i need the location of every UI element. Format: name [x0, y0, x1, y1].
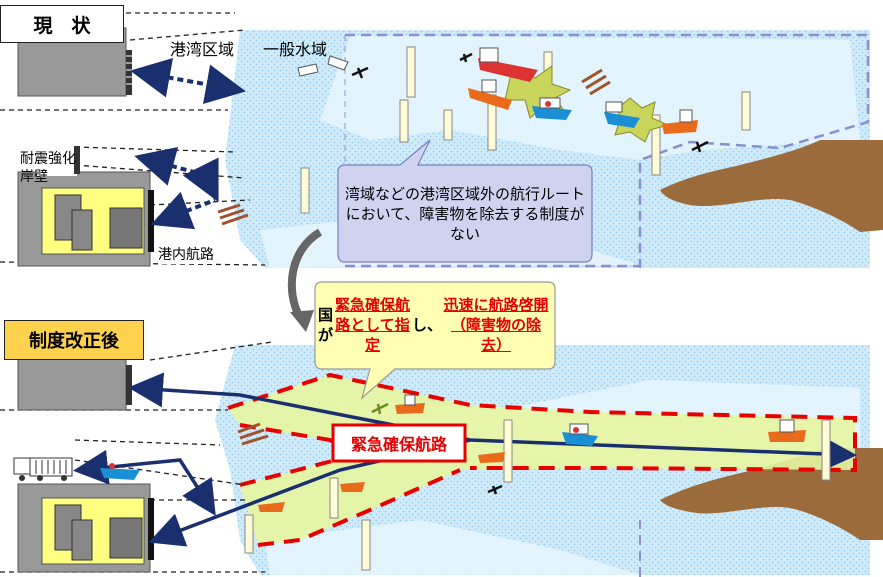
top-title: 現 状 [0, 5, 124, 43]
land-top-right [660, 140, 883, 232]
bottom-panel [0, 281, 883, 577]
top-ship-orange-2 [662, 109, 698, 134]
truck-icon [13, 457, 73, 481]
bottom-ship-blue [562, 423, 598, 446]
work-boat-1 [395, 394, 425, 414]
top-debris-4 [459, 52, 473, 63]
top-debris-5 [691, 140, 709, 153]
route-label-box [331, 423, 467, 463]
bottom-callout-shape [314, 281, 556, 400]
label-port-area: 港湾区域 [170, 40, 235, 59]
top-ship-red [478, 47, 538, 82]
bottom-debris [237, 422, 269, 446]
collision-burst-2 [614, 97, 670, 143]
top-to-bottom-arrow [287, 228, 323, 320]
label-quay: 耐震強化岸壁 [20, 151, 76, 186]
route-arrow-main [128, 372, 857, 472]
bottom-debris-2 [371, 402, 389, 415]
callout-part2: し、 [412, 315, 443, 334]
bottom-callout-text: 国が緊急確保航路として指定し、迅速に航路啓開（障害物の除去） [318, 286, 550, 364]
route-label: 緊急確保航路 [350, 435, 447, 454]
top-ship-orange [468, 79, 512, 110]
label-general-water: 一般水域 [263, 40, 328, 59]
bottom-ship-blue-2 [100, 463, 140, 480]
work-boat-4 [258, 502, 285, 512]
top-dotted-arrow-3 [150, 191, 216, 230]
top-callout-shape [337, 139, 593, 263]
bottom-pillars [244, 419, 831, 571]
bottom-sea-light-2 [265, 520, 640, 575]
top-debris-1 [217, 203, 249, 226]
bottom-debris-3 [487, 484, 503, 495]
work-boat-5 [768, 419, 806, 442]
top-ship-blue-2 [604, 101, 640, 128]
callout-part1: 国が [318, 305, 334, 344]
top-debris-3 [351, 66, 369, 79]
bottom-title: 制度改正後 [4, 320, 144, 360]
callout-highlight-2: 迅速に航路啓開（障害物の除去） [443, 295, 549, 355]
work-boat-3 [340, 482, 365, 492]
label-channel: 港内航路 [158, 244, 214, 264]
top-sea-light [320, 35, 860, 160]
work-boat-2 [478, 452, 505, 463]
top-dotted-arrow [130, 57, 246, 105]
top-callout-text: 湾域などの港湾区域外の航行ルートにおいて、障害物を除去する制度がない [345, 184, 586, 244]
top-boat-2 [327, 55, 349, 71]
top-boat-1 [297, 63, 319, 77]
callout-highlight-1: 緊急確保航路として指定 [335, 295, 411, 355]
top-ship-blue [532, 97, 572, 120]
bottom-quay-block [17, 354, 127, 411]
top-dotted-arrow-2 [134, 147, 219, 203]
top-debris-2 [581, 68, 611, 96]
